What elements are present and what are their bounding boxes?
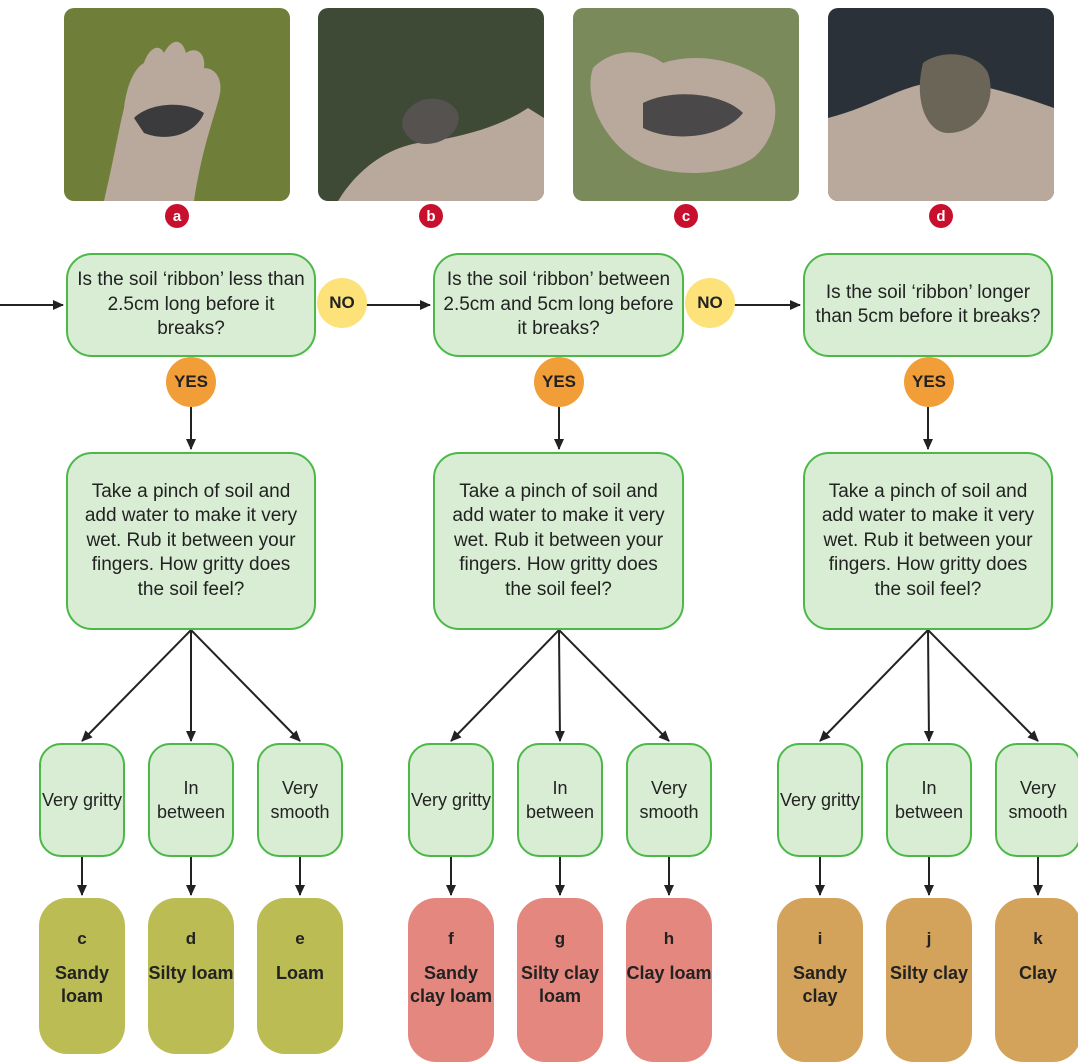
- option-very-smooth-3: Very smooth: [995, 743, 1078, 857]
- branch-arrow-3-2: [923, 629, 934, 742]
- option-in-between-1: In between: [148, 743, 234, 857]
- result-silty-clay: j Silty clay: [886, 898, 972, 1062]
- no-badge-2: NO: [685, 278, 735, 328]
- soil-ball-in-palm-photo: [318, 8, 544, 201]
- photo-label-d: d: [929, 204, 953, 228]
- photo-c: [573, 8, 799, 201]
- question-box-long-ribbon: Is the soil ‘ribbon’ longer than 5cm bef…: [803, 253, 1053, 357]
- result-name: Silty loam: [148, 963, 234, 983]
- result-name: Clay: [1018, 963, 1058, 983]
- option-very-gritty-3: Very gritty: [777, 743, 863, 857]
- result-code: h: [663, 929, 675, 948]
- result-silty-loam: d Silty loam: [148, 898, 234, 1054]
- branch-arrow-1-1: [81, 629, 192, 742]
- result-name: Sandy loam: [54, 963, 110, 1006]
- photo-a: [64, 8, 290, 201]
- grit-question-box-1: Take a pinch of soil and add water to ma…: [66, 452, 316, 630]
- option-very-smooth-2: Very smooth: [626, 743, 712, 857]
- result-code: c: [77, 929, 87, 948]
- soil-ribbon-long-photo: [828, 8, 1054, 201]
- result-loam: e Loam: [257, 898, 343, 1054]
- result-name: Clay loam: [626, 963, 712, 983]
- result-code: i: [817, 929, 823, 948]
- result-sandy-clay: i Sandy clay: [777, 898, 863, 1062]
- result-clay: k Clay: [995, 898, 1078, 1062]
- grit-question-box-2: Take a pinch of soil and add water to ma…: [433, 452, 684, 630]
- no-badge-1: NO: [317, 278, 367, 328]
- soil-ribbon-short-photo: [573, 8, 799, 201]
- option-very-gritty-1: Very gritty: [39, 743, 125, 857]
- grit-question-box-3: Take a pinch of soil and add water to ma…: [803, 452, 1053, 630]
- photo-b: [318, 8, 544, 201]
- branch-arrow-2-2: [554, 629, 565, 742]
- result-code: j: [926, 929, 932, 948]
- result-code: g: [554, 929, 566, 948]
- question-box-short-ribbon: Is the soil ‘ribbon’ less than 2.5cm lon…: [66, 253, 316, 357]
- result-code: d: [185, 929, 197, 948]
- photo-d: [828, 8, 1054, 201]
- branch-arrow-3-3: [927, 629, 1039, 742]
- result-name: Sandy clay: [792, 963, 848, 1006]
- result-sandy-clay-loam: f Sandy clay loam: [408, 898, 494, 1062]
- soil-on-open-palm-photo: [64, 8, 290, 201]
- result-name: Silty clay: [889, 963, 969, 983]
- yes-badge-1: YES: [166, 357, 216, 407]
- result-name: Loam: [275, 963, 324, 983]
- photo-label-c: c: [674, 204, 698, 228]
- result-code: f: [448, 929, 454, 948]
- option-very-gritty-2: Very gritty: [408, 743, 494, 857]
- yes-badge-2: YES: [534, 357, 584, 407]
- result-clay-loam: h Clay loam: [626, 898, 712, 1062]
- question-box-medium-ribbon: Is the soil ‘ribbon’ between 2.5cm and 5…: [433, 253, 684, 357]
- branch-arrow-2-1: [450, 629, 560, 742]
- branch-arrow-3-1: [819, 629, 929, 742]
- photo-label-a: a: [165, 204, 189, 228]
- branch-arrow-1-3: [190, 629, 301, 742]
- result-name: Sandy clay loam: [409, 963, 493, 1006]
- branch-arrow-2-3: [558, 629, 670, 742]
- photo-label-b: b: [419, 204, 443, 228]
- result-name: Silty clay loam: [520, 963, 600, 1006]
- yes-badge-3: YES: [904, 357, 954, 407]
- option-in-between-3: In between: [886, 743, 972, 857]
- option-very-smooth-1: Very smooth: [257, 743, 343, 857]
- result-sandy-loam: c Sandy loam: [39, 898, 125, 1054]
- result-code: e: [295, 929, 305, 948]
- result-code: k: [1033, 929, 1043, 948]
- result-silty-clay-loam: g Silty clay loam: [517, 898, 603, 1062]
- option-in-between-2: In between: [517, 743, 603, 857]
